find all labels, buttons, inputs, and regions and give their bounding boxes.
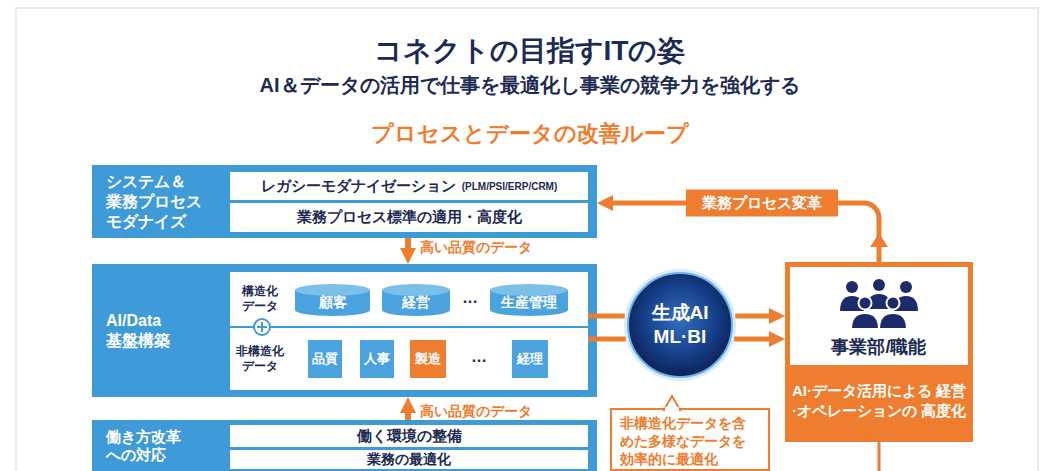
subtitle-text: AI＆データの活用で仕事を最適化し事業の競争力を強化する <box>0 72 1059 99</box>
ellipsis-mark: … <box>469 348 489 366</box>
cylinder-body <box>490 290 568 316</box>
data-box: 品質 <box>308 340 342 378</box>
item-bar: 業務の最適化 <box>230 450 588 469</box>
ai-circle: 生成AI ML·BI <box>623 268 737 382</box>
loop-arrowhead <box>870 233 888 247</box>
node-text: (PLM/PSI/ERP/CRM) <box>462 181 558 192</box>
node-text: 非構造化データを含 めた多様なデータを 効率的に最適化 <box>620 414 760 468</box>
title-text: コネクトの目指すITの姿 <box>0 32 1059 70</box>
layer-band: AI/Data 基盤構築構造化 データ 顧客 経営 生産管理非構造化 データ 品質 人事 製… <box>92 264 597 397</box>
flow-arrow <box>734 337 779 342</box>
node-text: 事業部/職能 <box>790 335 968 359</box>
loop-line <box>878 442 881 471</box>
circle-core <box>628 273 732 377</box>
item-bar: レガシーモダナイゼーション (PLM/PSI/ERP/CRM) <box>230 172 588 200</box>
layer-band: システム＆ 業務プロセス モダナイズ レガシーモダナイゼーション (PLM/PSI/… <box>92 165 597 238</box>
node-text: 業務の最適化 <box>367 451 451 469</box>
data-cylinder: 経営 <box>382 284 450 316</box>
circle-shape <box>623 268 737 382</box>
node-text: 構造化 データ <box>234 272 286 326</box>
node-text: 製造 <box>415 350 441 368</box>
node-text: レガシーモダナイゼーション <box>261 177 456 196</box>
data-cylinder: 生産管理 <box>490 284 568 316</box>
arrow-label: 高い品質のデータ <box>420 239 532 257</box>
heading-text: プロセスとデータの改善ループ <box>0 119 1059 149</box>
data-panel: 構造化 データ 顧客 経営 生産管理 <box>230 272 588 326</box>
flow-arrow <box>405 238 411 258</box>
node-text: 人事 <box>364 350 390 368</box>
data-box: 人事 <box>360 340 394 378</box>
node-text: 働き方改革 への対応 <box>106 420 216 471</box>
data-cylinder: 顧客 <box>295 284 370 316</box>
outcome-box: AI·データ活用による 経営·オペレーションの 高度化 <box>790 365 968 437</box>
item-bar: 働く環境の整備 <box>230 425 588 447</box>
node-text: 生産管理 <box>501 294 557 312</box>
node-text: システム＆ 業務プロセス モダナイズ <box>106 165 216 238</box>
data-panel: 非構造化 データ 品質 人事 製造 経理 <box>230 328 588 390</box>
department-box: 事業部/職能 AI·データ活用による 経営·オペレーションの 高度化 <box>785 262 973 442</box>
node-text: 経営 <box>402 294 430 312</box>
ellipsis-mark: … <box>460 289 480 307</box>
item-bar: 業務プロセス標準の適用・高度化 <box>230 203 588 232</box>
node-text: 経理 <box>517 350 543 368</box>
data-box: 製造 <box>410 340 446 378</box>
node-text: 品質 <box>312 350 338 368</box>
node-text: 顧客 <box>319 294 347 312</box>
arrow-label: 業務プロセス変革 <box>686 190 838 217</box>
node-text: 生成AI ML·BI <box>635 301 725 349</box>
flow-arrow <box>405 403 411 420</box>
data-box: 経理 <box>512 340 548 378</box>
node-text: AI/Data 基盤構築 <box>106 264 216 397</box>
layer-band: 働き方改革 への対応 働く環境の整備業務の最適化 <box>92 420 597 471</box>
circle-glow <box>624 269 736 381</box>
node-text: 非構造化 データ <box>234 328 286 390</box>
node-text: 働く環境の整備 <box>357 427 462 446</box>
node-text: AI·データ活用による 経営·オペレーションの 高度化 <box>790 381 968 421</box>
node-text: 業務プロセス標準の適用・高度化 <box>297 208 522 227</box>
flow-arrow <box>735 314 779 319</box>
arrow-label: 高い品質のデータ <box>420 403 532 421</box>
callout-box: 非構造化データを含 めた多様なデータを 効率的に最適化 <box>610 408 770 471</box>
